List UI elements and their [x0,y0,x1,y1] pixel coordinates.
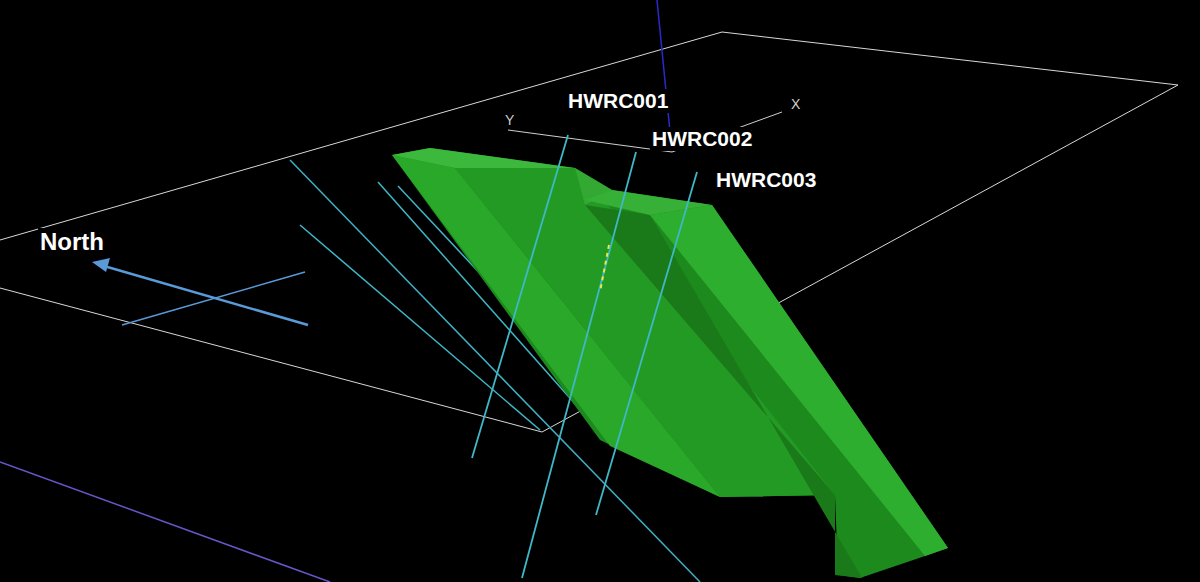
north-label: North [38,228,106,256]
north-arrow [104,266,308,325]
drill-holes [472,135,697,578]
axis-label: Y [503,112,516,128]
y-axis [508,130,672,152]
drill-hole-label: HWRC001 [566,89,670,113]
drill-hole-label: HWRC003 [714,168,818,192]
arrow-head [92,258,110,272]
ore-body [392,148,948,578]
axis-label: X [789,96,802,112]
plane-edge [0,462,330,582]
assay-interval [600,245,609,292]
drill-hole-label: HWRC002 [650,127,754,151]
